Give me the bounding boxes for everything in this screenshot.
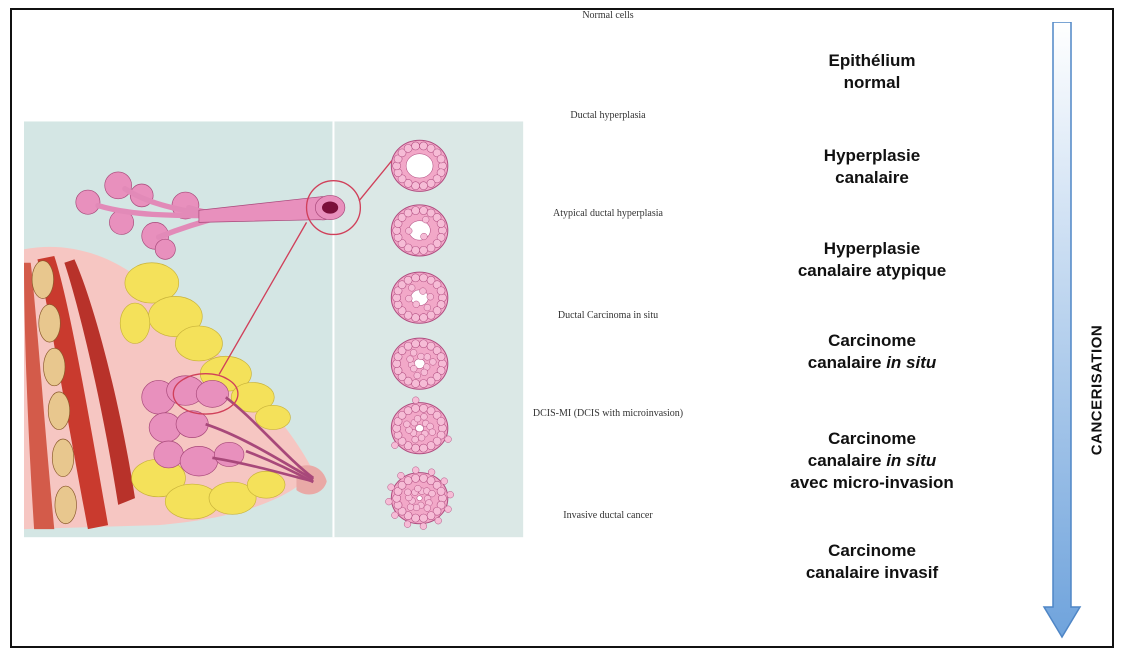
cell-caption-dcis: Ductal Carcinoma in situ <box>488 310 728 321</box>
stage-label-2-line-1: Hyperplasie <box>492 145 1126 167</box>
stage-label-1: Epithélium normal <box>492 50 1126 94</box>
stage-label-3: Hyperplasie canalaire atypique <box>492 238 1126 282</box>
cell-caption-atypical-hyperplasia: Atypical ductal hyperplasia <box>488 208 728 219</box>
normal-cell-cross-section <box>391 140 448 191</box>
cell-caption-ductal-hyperplasia: Ductal hyperplasia <box>488 110 728 121</box>
atypical-hyperplasia-cell-cross-section <box>391 272 448 323</box>
cell-caption-dcis-mi: DCIS-MI (DCIS with microinvasion) <box>488 408 728 419</box>
stage-label-4-line-1: Carcinome <box>492 330 1126 352</box>
cell-caption-invasive: Invasive ductal cancer <box>488 510 728 521</box>
stage-label-6-line-2: canalaire invasif <box>492 562 1126 584</box>
stage-label-6: Carcinome canalaire invasif <box>492 540 1126 584</box>
stage-label-6-line-1: Carcinome <box>492 540 1126 562</box>
stage-label-4-line-2: canalaire in situ <box>492 352 1126 374</box>
stage-label-5-line-2: canalaire in situ <box>492 450 1126 472</box>
cell-caption-normal: Normal cells <box>488 10 728 21</box>
stage-label-4-line-2-text: canalaire in situ <box>808 353 937 372</box>
dcis-cell-cross-section <box>391 338 448 389</box>
duct-lumen <box>322 202 338 214</box>
cancerisation-label: CANCERISATION <box>1089 325 1106 455</box>
figure-frame: Normal cells Ductal hyperplasia Atypical… <box>10 8 1114 648</box>
stage-label-4: Carcinome canalaire in situ <box>492 330 1126 374</box>
stage-label-3-line-2: canalaire atypique <box>492 260 1126 282</box>
progression-arrow <box>1042 22 1082 642</box>
stage-label-2: Hyperplasie canalaire <box>492 145 1126 189</box>
ductal-hyperplasia-cell-cross-section <box>391 205 448 256</box>
stage-label-5-line-1: Carcinome <box>492 428 1126 450</box>
stage-label-5-line-3: avec micro-invasion <box>492 472 1126 494</box>
stage-label-5: Carcinome canalaire in situ avec micro-i… <box>492 428 1126 494</box>
stage-label-1-line-2: normal <box>492 72 1126 94</box>
stage-label-1-line-1: Epithélium <box>492 50 1126 72</box>
stage-label-3-line-1: Hyperplasie <box>492 238 1126 260</box>
stage-label-2-line-2: canalaire <box>492 167 1126 189</box>
